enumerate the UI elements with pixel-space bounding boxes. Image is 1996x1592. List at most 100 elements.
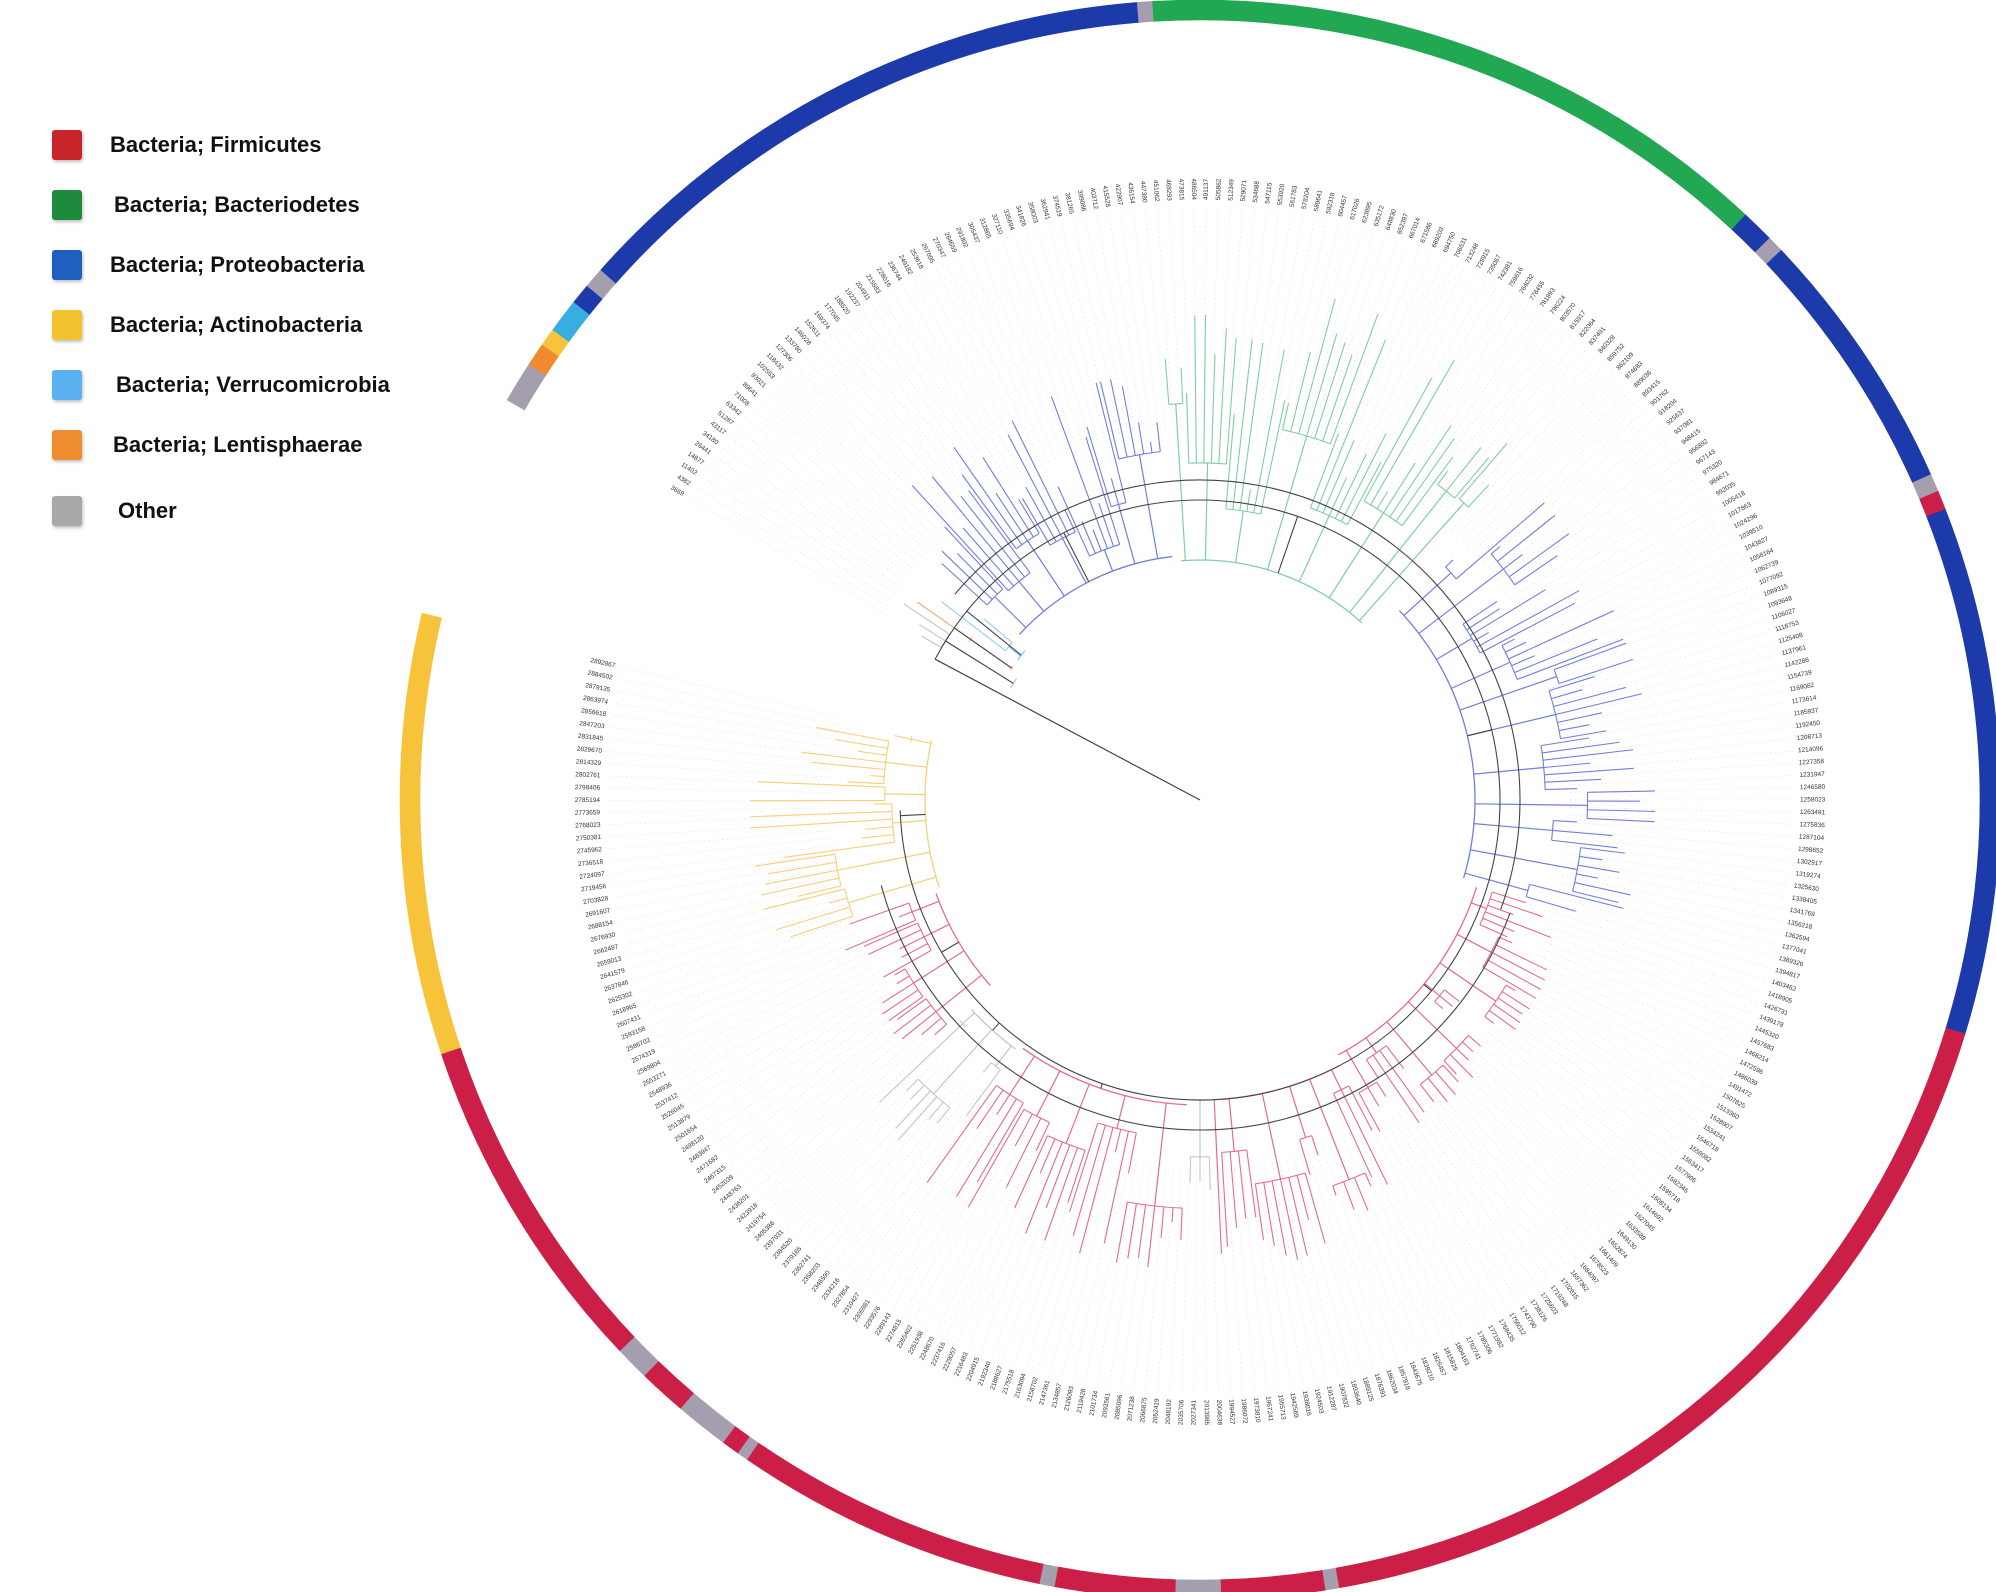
leaf-branch — [1558, 724, 1590, 732]
legend-swatch-lentisphaerae — [52, 430, 82, 460]
leaf-branch — [1493, 1003, 1521, 1024]
tip-guide — [1157, 1169, 1174, 1393]
tip-guide — [1371, 1127, 1477, 1327]
clade-arc — [908, 902, 917, 921]
tip-guide — [1556, 897, 1774, 957]
tip-label: 1214096 — [1798, 745, 1824, 754]
tip-guide — [1072, 219, 1122, 439]
leaf-branch — [1385, 1045, 1405, 1069]
leaf-branch — [1194, 315, 1197, 463]
tip-label: 2856618 — [581, 707, 607, 718]
tip-guide — [1529, 529, 1730, 632]
tip-guide — [737, 427, 912, 569]
leaf-branch — [1334, 453, 1367, 519]
leaf-branch — [1218, 328, 1227, 464]
tip-guide — [968, 1140, 1057, 1348]
clade-arc — [924, 740, 940, 888]
tip-guide — [1462, 1059, 1623, 1218]
tip-label: 2188627 — [989, 1365, 1004, 1392]
tip-guide — [1506, 1007, 1693, 1134]
leaf-branch — [1011, 420, 1070, 536]
tip-guide — [1492, 436, 1671, 575]
tip-guide — [1478, 408, 1648, 557]
clade-branch — [1459, 675, 1557, 711]
leaf-branch — [1343, 1181, 1355, 1210]
leaf-branch — [1370, 359, 1455, 506]
tip-label: 2829670 — [576, 746, 602, 755]
leaf-branch — [1085, 436, 1121, 545]
leaf-branch — [1443, 989, 1460, 1002]
tip-guide — [1457, 1065, 1614, 1227]
clade-arc — [844, 888, 854, 917]
leaf-branch — [1246, 489, 1251, 512]
tip-label: 1362594 — [1784, 931, 1811, 944]
leaf-branch — [894, 968, 906, 976]
tip-guide — [1539, 562, 1745, 653]
tip-guide — [1084, 217, 1129, 438]
clade-branch — [1154, 1103, 1167, 1207]
clade-firmicutes — [926, 1047, 1187, 1268]
clade-branch — [1117, 504, 1136, 564]
leaf-branch — [883, 949, 932, 978]
tip-guide — [1492, 1025, 1671, 1163]
tip-guide — [924, 1127, 1029, 1327]
leaf-branch — [1445, 447, 1482, 492]
tip-guide — [1569, 807, 1794, 813]
leaf-branch — [815, 726, 889, 742]
tip-guide — [694, 487, 886, 606]
tip-guide — [606, 815, 831, 825]
tip-label: 2719456 — [581, 883, 607, 894]
tip-label: 2052419 — [1152, 1398, 1161, 1424]
leaf-branch — [863, 922, 918, 947]
tip-label: 2147361 — [1038, 1379, 1051, 1406]
leaf-branch — [1557, 712, 1603, 724]
tip-guide — [804, 356, 954, 525]
tip-guide — [822, 1085, 966, 1260]
tip-guide — [1391, 291, 1508, 484]
tip-label: 486504 — [1190, 178, 1197, 200]
tip-guide — [1563, 690, 1784, 733]
leaf-branch — [1576, 873, 1598, 879]
backbone-branch — [1100, 1083, 1103, 1089]
tip-guide — [1286, 1159, 1340, 1378]
leaf-branch — [1379, 1050, 1425, 1113]
leaf-branch — [893, 1004, 932, 1034]
leaf-branch — [1508, 533, 1570, 578]
tip-guide — [1096, 214, 1137, 436]
leaf-branch — [1501, 991, 1530, 1010]
backbone-branch — [900, 813, 926, 817]
tip-label: 1938016 — [1301, 1390, 1312, 1417]
clade-branch — [1456, 933, 1492, 953]
tip-label: 1185937 — [1793, 707, 1819, 718]
tip-guide — [1434, 340, 1578, 515]
tip-label: 2773659 — [575, 809, 601, 817]
leaf-branch — [965, 1069, 1001, 1117]
tip-label: 1356218 — [1787, 919, 1814, 931]
tip-guide — [1478, 1043, 1648, 1192]
tree-backbone — [880, 479, 1521, 1131]
tip-guide — [1096, 1164, 1137, 1386]
tip-guide — [813, 1080, 960, 1252]
leaf-branch — [845, 919, 916, 951]
tip-guide — [607, 751, 832, 771]
tip-guide — [813, 348, 960, 520]
tip-guide — [1566, 852, 1788, 886]
backbone-branch — [1063, 532, 1090, 582]
tip-guide — [618, 875, 838, 922]
tip-guide — [1440, 348, 1587, 520]
clade-branch — [962, 1012, 975, 1025]
tip-guide — [1301, 1155, 1364, 1372]
leaf-branch — [1322, 440, 1355, 514]
leaf-branch — [995, 492, 1028, 542]
tip-guide — [1002, 239, 1078, 452]
tip-label: 362941 — [1039, 198, 1051, 221]
tip-label: 1263491 — [1800, 809, 1826, 817]
tip-guide — [633, 912, 848, 981]
tip-guide — [1566, 714, 1788, 748]
tip-label: 2175518 — [1001, 1369, 1016, 1396]
tip-guide — [957, 1137, 1050, 1343]
tip-guide — [1364, 268, 1465, 469]
tip-guide — [613, 860, 836, 898]
clade-firmicutes — [845, 893, 991, 1040]
leaf-branch — [847, 781, 884, 785]
